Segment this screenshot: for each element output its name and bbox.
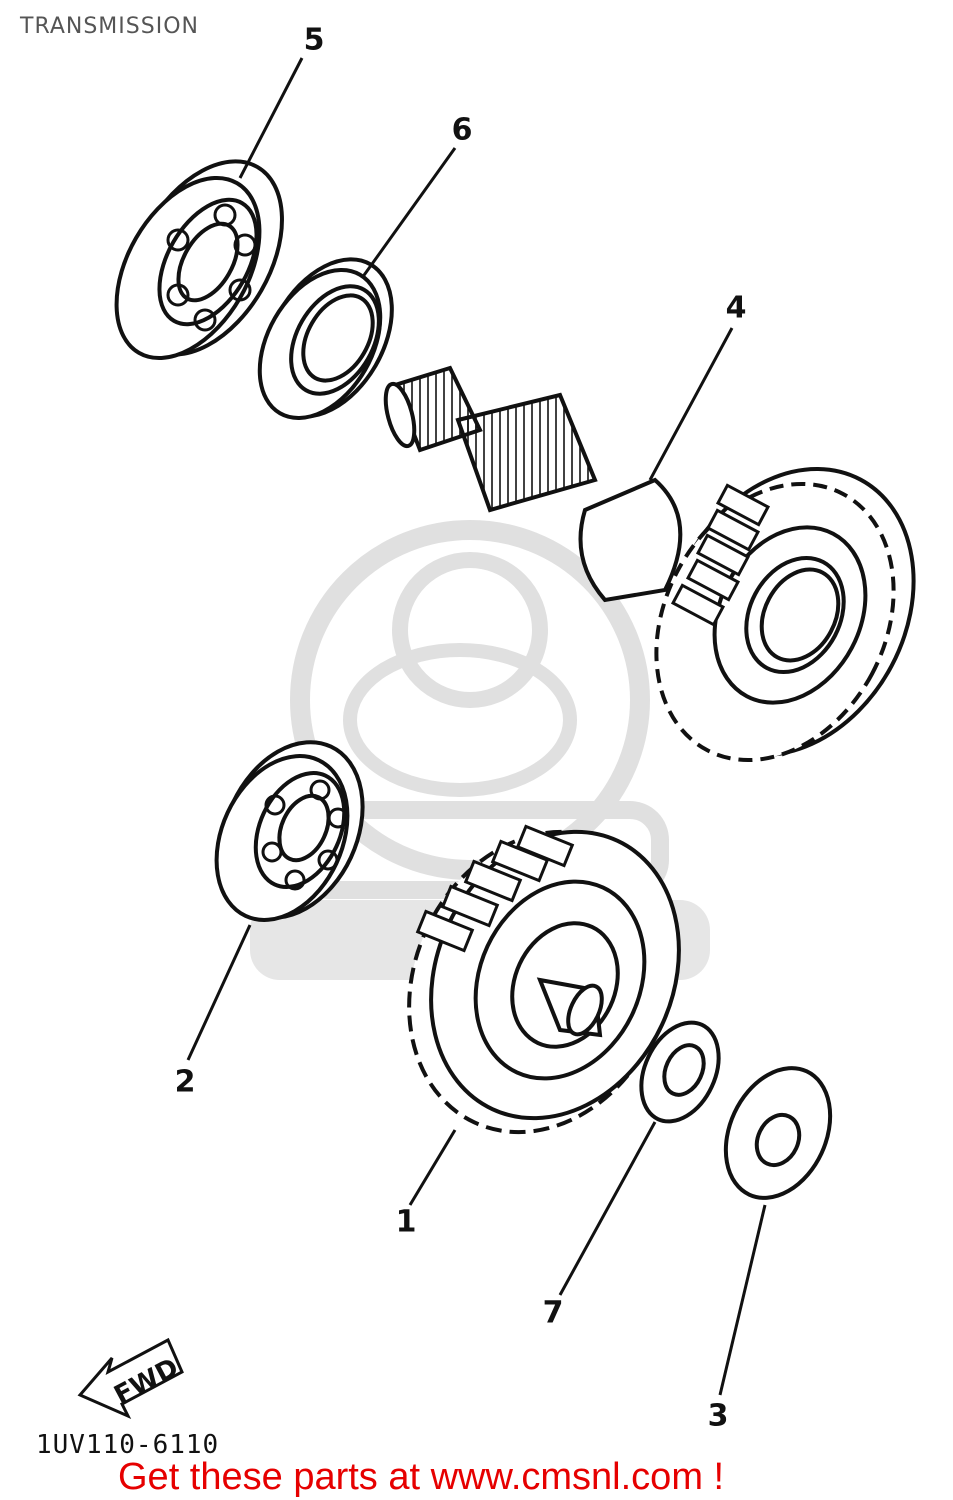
leader-lines bbox=[186, 57, 767, 1396]
callout-7: 7 bbox=[542, 1295, 564, 1331]
callout-4: 4 bbox=[725, 290, 747, 326]
ball-bearing-part-5 bbox=[114, 159, 284, 361]
oil-seal-part-6 bbox=[257, 257, 394, 420]
fwd-direction-arrow: FWD bbox=[77, 1337, 184, 1420]
callout-6: 6 bbox=[451, 112, 473, 148]
callout-1: 1 bbox=[395, 1204, 417, 1240]
washer-part-7 bbox=[639, 1020, 721, 1124]
washer-part-3 bbox=[723, 1066, 833, 1200]
parts-link-banner[interactable]: Get these parts at www.cmsnl.com ! bbox=[118, 1456, 725, 1498]
ball-bearing-part-2 bbox=[214, 740, 365, 922]
callout-5: 5 bbox=[303, 22, 325, 58]
page-title: TRANSMISSION bbox=[20, 14, 199, 39]
callout-2: 2 bbox=[174, 1064, 196, 1100]
diagram-code: 1UV110-6110 bbox=[36, 1430, 220, 1460]
callout-3: 3 bbox=[707, 1398, 729, 1434]
gear-part-1 bbox=[407, 824, 681, 1135]
shaft-gear-part-4 bbox=[383, 365, 916, 763]
